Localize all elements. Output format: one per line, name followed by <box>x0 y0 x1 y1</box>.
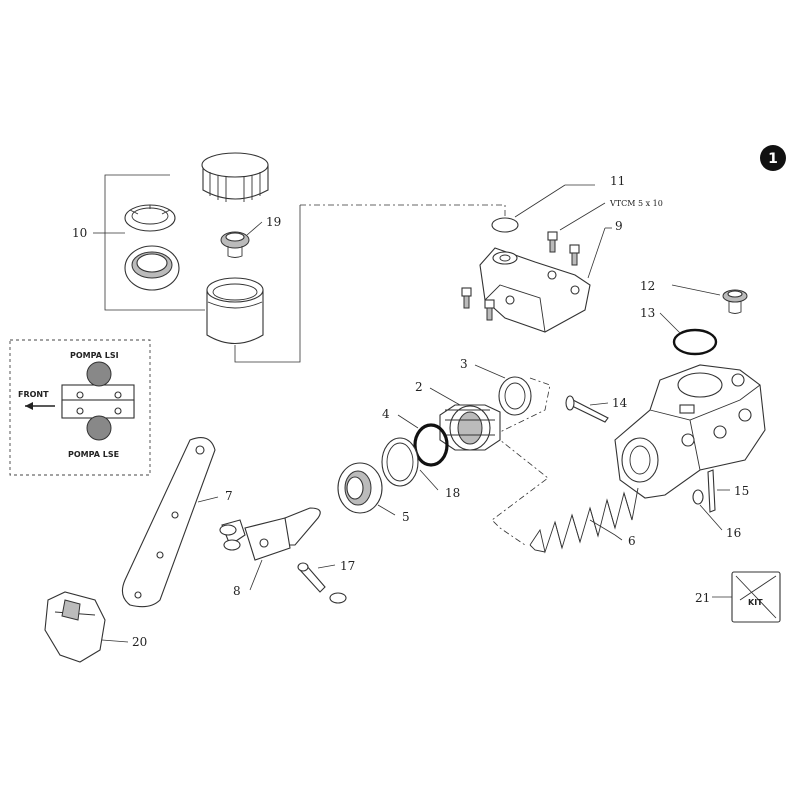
circlip <box>381 437 419 487</box>
callout-16: 16 <box>726 526 741 540</box>
cap-screws <box>461 231 580 321</box>
callout-20: 20 <box>132 635 147 649</box>
callout-18: 18 <box>445 486 460 500</box>
callout-15: 15 <box>734 484 749 498</box>
o-ring-13 <box>672 328 718 356</box>
page-number-badge: 1 <box>760 145 786 171</box>
callout-6: 6 <box>628 534 636 548</box>
callout-3: 3 <box>460 357 468 371</box>
reservoir-body <box>206 205 301 363</box>
washer-16 <box>692 489 704 505</box>
bleeder-screw-19 <box>220 231 250 258</box>
callout-11: 11 <box>610 174 625 188</box>
screw-spec-label: VTCM 5 x 10 <box>609 199 663 208</box>
reservoir-cap <box>201 152 269 202</box>
lever-7 <box>121 437 216 608</box>
inset-front-label: FRONT <box>18 390 49 399</box>
boot-20 <box>44 591 106 663</box>
callout-4: 4 <box>382 407 390 421</box>
reservoir-bracket <box>93 174 205 311</box>
kit-21: KIT <box>731 571 781 623</box>
cup-5 <box>337 462 383 514</box>
o-ring-11 <box>491 217 519 233</box>
pin-14 <box>565 395 609 423</box>
diaphragm-ring <box>124 204 176 232</box>
pump-orientation-inset: POMPA LSI POMPA LSE FRONT <box>9 339 151 476</box>
inset-bottom-label: POMPA LSE <box>68 450 119 459</box>
plug-12 <box>722 289 748 314</box>
master-cylinder-body <box>614 364 766 499</box>
seal-18 <box>413 423 449 467</box>
callout-8: 8 <box>233 584 241 598</box>
ring-3 <box>498 376 532 416</box>
callout-7: 7 <box>225 489 233 503</box>
kit-label: KIT <box>748 598 763 607</box>
callout-21: 21 <box>695 591 710 605</box>
callout-14: 14 <box>612 396 628 410</box>
callout-19: 19 <box>266 215 281 229</box>
piston-2 <box>439 404 501 451</box>
callout-2: 2 <box>415 380 423 394</box>
callout-17: 17 <box>340 559 355 573</box>
spring-6 <box>529 487 639 554</box>
page-number-text: 1 <box>768 151 778 167</box>
push-rod-8 <box>219 507 321 561</box>
callout-10: 10 <box>72 226 87 240</box>
inset-top-label: POMPA LSI <box>70 351 119 360</box>
callout-13: 13 <box>640 306 655 320</box>
pin-17 <box>297 562 347 604</box>
callout-5: 5 <box>402 510 410 524</box>
callout-12: 12 <box>640 279 655 293</box>
pin-15 <box>707 469 716 513</box>
callout-9: 9 <box>615 219 623 233</box>
bellow-seal <box>124 245 180 291</box>
reservoir-cover-plate-9 <box>479 247 591 333</box>
